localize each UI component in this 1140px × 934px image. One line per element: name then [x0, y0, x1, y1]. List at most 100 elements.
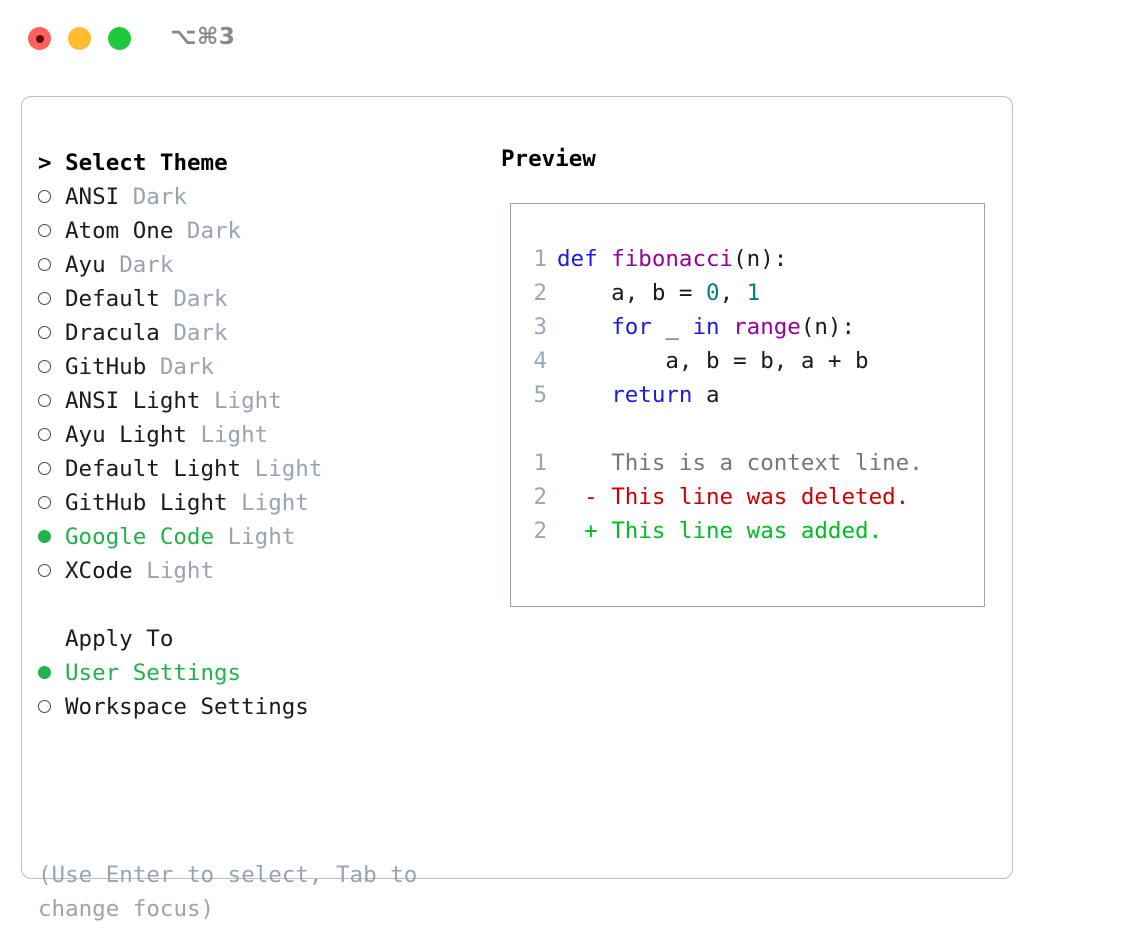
theme-item-github[interactable]: GitHub Dark	[38, 350, 488, 384]
radio-unselected-icon	[38, 690, 65, 724]
line-number: 2	[533, 484, 547, 510]
theme-variant-badge: Dark	[173, 320, 228, 346]
apply-to-label: Workspace Settings	[65, 694, 309, 720]
code-token: a, b = b, a + b	[557, 348, 869, 374]
theme-variant-badge: Light	[200, 422, 269, 448]
radio-unselected-icon	[38, 486, 65, 520]
line-number: 2	[533, 280, 547, 306]
apply-to-header: Apply To	[38, 622, 488, 656]
theme-name: Google Code	[65, 524, 228, 550]
keyboard-shortcut-label: ⌥⌘3	[170, 24, 236, 50]
code-token	[557, 314, 611, 340]
theme-name: GitHub	[65, 354, 160, 380]
theme-variant-badge: Dark	[119, 252, 174, 278]
code-token: range	[733, 314, 801, 340]
minimize-button[interactable]	[68, 27, 91, 50]
theme-variant-badge: Light	[214, 388, 282, 414]
code-token: _	[651, 314, 693, 340]
radio-glyph	[38, 462, 51, 475]
radio-glyph	[38, 224, 51, 237]
help-text: (Use Enter to select, Tab to change focu…	[38, 862, 418, 922]
apply-to-label: User Settings	[65, 660, 242, 686]
radio-unselected-icon	[38, 418, 65, 452]
code-token: a, b =	[557, 280, 707, 306]
diff-text: This line was added.	[611, 518, 883, 544]
theme-item-ansi[interactable]: ANSI Dark	[38, 180, 488, 214]
theme-name: Ayu	[65, 252, 120, 278]
radio-glyph	[38, 360, 51, 373]
theme-variant-badge: Dark	[173, 286, 228, 312]
radio-selected-icon	[38, 520, 65, 554]
radio-glyph	[38, 564, 51, 577]
code-token: fibonacci	[611, 246, 734, 272]
theme-name: ANSI	[65, 184, 133, 210]
diff-marker: +	[557, 518, 612, 544]
code-line: 1 def fibonacci(n):	[525, 242, 923, 276]
radio-glyph	[38, 258, 51, 271]
theme-variant-badge: Light	[227, 524, 296, 550]
diff-text: This is a context line.	[611, 450, 923, 476]
theme-item-atom-one[interactable]: Atom One Dark	[38, 214, 488, 248]
code-line: 3 for _ in range(n):	[525, 310, 923, 344]
diff-line-ctx: 1 This is a context line.	[525, 446, 923, 480]
radio-unselected-icon	[38, 384, 65, 418]
apply-to-header-label: Apply To	[65, 626, 174, 652]
theme-item-xcode[interactable]: XCode Light	[38, 554, 488, 588]
radio-unselected-icon	[38, 214, 65, 248]
apply-to-indent	[38, 622, 65, 656]
code-diff-separator	[525, 412, 923, 446]
code-token: return	[611, 382, 693, 408]
code-line: 5 return a	[525, 378, 923, 412]
line-number: 1	[533, 246, 547, 272]
theme-item-ansi-light[interactable]: ANSI Light Light	[38, 384, 488, 418]
theme-item-dracula[interactable]: Dracula Dark	[38, 316, 488, 350]
maximize-button[interactable]	[108, 27, 131, 50]
theme-item-github-light[interactable]: GitHub Light Light	[38, 486, 488, 520]
theme-variant-badge: Light	[146, 558, 215, 584]
theme-item-default-light[interactable]: Default Light Light	[38, 452, 488, 486]
theme-name: ANSI Light	[65, 388, 215, 414]
theme-name: Default	[65, 286, 174, 312]
radio-glyph	[38, 394, 51, 407]
close-button[interactable]	[28, 27, 51, 50]
apply-to-option-workspace-settings[interactable]: Workspace Settings	[38, 690, 488, 724]
theme-item-google-code[interactable]: Google Code Light	[38, 520, 488, 554]
theme-item-default[interactable]: Default Dark	[38, 282, 488, 316]
code-token: a	[692, 382, 720, 408]
line-number: 1	[533, 450, 547, 476]
radio-unselected-icon	[38, 350, 65, 384]
radio-glyph	[38, 496, 51, 509]
code-token	[557, 382, 611, 408]
code-token: (n):	[733, 246, 788, 272]
preview-header: Preview	[501, 146, 596, 172]
theme-name: Dracula	[65, 320, 174, 346]
theme-item-ayu[interactable]: Ayu Dark	[38, 248, 488, 282]
apply-to-option-user-settings[interactable]: User Settings	[38, 656, 488, 690]
select-theme-header: > Select Theme	[38, 150, 228, 176]
theme-item-ayu-light[interactable]: Ayu Light Light	[38, 418, 488, 452]
code-token: 1	[746, 280, 761, 306]
radio-glyph	[38, 190, 51, 203]
theme-variant-badge: Light	[254, 456, 323, 482]
theme-name: XCode	[65, 558, 147, 584]
radio-unselected-icon	[38, 282, 65, 316]
code-token: ,	[719, 280, 747, 306]
code-line: 4 a, b = b, a + b	[525, 344, 923, 378]
line-number: 5	[533, 382, 547, 408]
radio-unselected-icon	[38, 452, 65, 486]
code-token	[720, 314, 734, 340]
radio-glyph	[38, 428, 51, 441]
code-token: for	[611, 314, 652, 340]
radio-unselected-icon	[38, 180, 65, 214]
code-token: def	[557, 246, 612, 272]
diff-line-del: 2 - This line was deleted.	[525, 480, 923, 514]
radio-unselected-icon	[38, 248, 65, 282]
radio-glyph	[38, 292, 51, 305]
radio-unselected-icon	[38, 316, 65, 350]
